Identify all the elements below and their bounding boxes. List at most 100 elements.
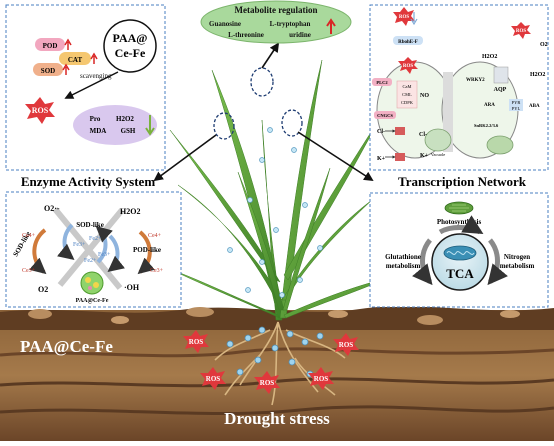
ros-burst: ROS xyxy=(183,330,209,353)
up-arrow-icon xyxy=(62,63,70,75)
soil-ros-group: ROS ROS ROS ROS ROS xyxy=(183,330,359,394)
k-label: K+ xyxy=(377,156,386,162)
metabolite-regulation: Metabolite regulation Guanosine L-trypto… xyxy=(200,0,352,44)
ros-burst: ROS xyxy=(308,367,334,390)
snrk-label: SnRK2.2/3.6 xyxy=(474,123,499,128)
h2o2-label: H2O2 xyxy=(482,54,497,60)
nanoparticle-icon xyxy=(80,271,104,295)
down-arrow-icon xyxy=(145,115,155,136)
pod-like-label: POD-like xyxy=(133,246,161,254)
tca-panel: Photosynthesis TCA Glutathione metabolis… xyxy=(369,192,549,308)
sod-label: SOD xyxy=(41,67,55,75)
ce4-label-b: Ce4+ xyxy=(148,233,162,239)
svg-text:ROS: ROS xyxy=(403,64,414,69)
oh-label: ·OH xyxy=(124,283,140,292)
svg-text:ROS: ROS xyxy=(516,29,527,34)
ros-burst: ROS xyxy=(200,367,226,390)
cl-label: Cl- xyxy=(377,129,385,135)
photosynthesis-label: Photosynthesis xyxy=(437,218,482,226)
metabolite-item: L-threonine xyxy=(228,31,264,39)
transcription-panel-title: Transcription Network xyxy=(398,174,527,189)
scavenging-arrow xyxy=(64,71,119,99)
glutathione-label-line1: Glutathione xyxy=(385,253,421,261)
cml-label: CML xyxy=(402,92,412,97)
sod-like-inner-label: SOD-like xyxy=(76,221,104,229)
gsh-label: GSH xyxy=(121,127,136,135)
ros-burst: ROS xyxy=(333,333,359,356)
svg-text:ROS: ROS xyxy=(314,375,329,383)
nano-label-line1: PAA@ xyxy=(113,31,148,45)
cam-label: CaM xyxy=(403,84,412,89)
nitrogen-label-line2: metabolism xyxy=(500,262,535,270)
svg-text:ROS: ROS xyxy=(206,375,221,383)
nano-circle xyxy=(103,19,157,73)
down-arrow-icon xyxy=(410,12,418,26)
rboh-label: RbohE-F xyxy=(398,40,418,45)
ara-label: ARA xyxy=(484,103,495,108)
o2-label: O2 xyxy=(38,285,48,294)
fe3-label-b: Fe3+ xyxy=(98,252,111,258)
plant-shoot xyxy=(169,59,389,321)
ce3-label-b: Ce3+ xyxy=(150,268,164,274)
mda-label: MDA xyxy=(90,127,107,135)
enzyme-panel: O2·- H2O2 SOD-like Fe3+ Fe2+ Fe3+ Fe2+ S… xyxy=(5,191,182,308)
svg-text:ROS: ROS xyxy=(260,379,275,387)
soil-nano-label: PAA@Ce-Fe xyxy=(20,337,113,356)
fe2-label: Fe2+ xyxy=(89,236,102,242)
fe3-label: Fe3+ xyxy=(73,242,86,248)
no-label: NO xyxy=(420,93,429,99)
svg-text:ROS: ROS xyxy=(32,106,49,115)
cdpk-label: CDPK xyxy=(401,100,414,105)
cat-label: CAT xyxy=(68,56,83,64)
metabolite-item: L-tryptophan xyxy=(270,20,311,28)
pyl-label: PYL xyxy=(512,106,521,111)
nano-label-line2: Ce-Fe xyxy=(115,46,146,60)
ros-burst: ROS xyxy=(511,22,531,39)
cngc-label: CNGCS xyxy=(377,113,393,118)
k-label-b: K+ xyxy=(420,153,429,159)
mitochondria-icon xyxy=(443,245,477,261)
h2o2-label: H2O2 xyxy=(116,115,134,123)
svg-text:ROS: ROS xyxy=(339,341,354,349)
tca-label: TCA xyxy=(446,266,474,281)
nitrogen-label-line1: Nitrogen xyxy=(504,253,530,261)
drought-stress-label: Drought stress xyxy=(224,409,330,428)
antioxidant-panel: POD CAT SOD PAA@ Ce-Fe scavenging ROS Pr… xyxy=(5,4,166,171)
wrky-label: WRKY2 xyxy=(466,78,485,83)
h2o2-label-b: H2O2 xyxy=(530,72,545,78)
leaf-focus-circles xyxy=(213,67,303,140)
glutathione-label-line2: metabolism xyxy=(386,262,421,270)
vacuole-label: Vacuole xyxy=(431,152,446,157)
pro-label: Pro xyxy=(90,115,101,123)
pod-label: POD xyxy=(43,42,58,50)
ce4-label: Ce4+ xyxy=(22,233,36,239)
cl-label-b: Cl- xyxy=(419,132,427,138)
plc-label: PLC2 xyxy=(376,80,388,85)
o2-radical-label: O2·- xyxy=(44,204,60,213)
up-arrow-icon xyxy=(326,18,336,34)
ros-burst: ROS xyxy=(25,97,55,124)
svg-text:ROS: ROS xyxy=(189,338,204,346)
aba-label: ABA xyxy=(529,104,540,109)
enzyme-h2o2-label: H2O2 xyxy=(120,207,140,216)
metabolite-item: uridine xyxy=(289,31,311,39)
particle-label: PAA@Ce-Fe xyxy=(76,298,109,304)
up-arrow-icon xyxy=(90,52,98,64)
ros-burst: ROS xyxy=(393,7,415,26)
o2-label: O2 xyxy=(540,42,548,48)
up-arrow-icon xyxy=(64,38,72,50)
ros-burst: ROS xyxy=(254,371,280,394)
metabolite-title: Metabolite regulation xyxy=(234,5,317,15)
transcription-panel: ROS RbohE-F ROS ROS O2 H2O2 H2O2 PLC2 CN… xyxy=(369,4,549,171)
svg-text:ROS: ROS xyxy=(399,15,410,20)
pyr-label: PYR xyxy=(512,100,521,105)
connector-arrows xyxy=(153,42,374,182)
ce3-label: Ce3+ xyxy=(22,268,36,274)
tca-circle xyxy=(431,233,489,291)
enzyme-panel-title: Enzyme Activity System xyxy=(21,174,155,189)
fe2-label-b: Fe2+ xyxy=(84,258,97,264)
scavenging-label: scavenging xyxy=(80,72,112,80)
ros-burst: ROS xyxy=(398,57,418,74)
